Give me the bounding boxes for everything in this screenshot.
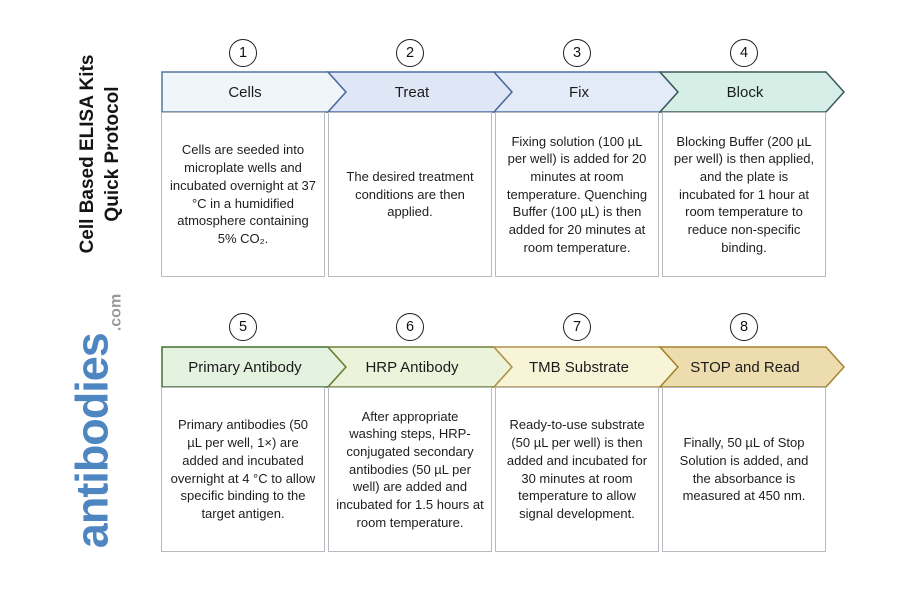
- step-description-3: Fixing solution (100 µL per well) is add…: [495, 112, 659, 277]
- description-row-2: Primary antibodies (50 µL per well, 1×) …: [161, 387, 826, 552]
- page-title-line1: Cell Based ELISA Kits: [76, 54, 98, 254]
- step-number-badge-7: 7: [563, 313, 591, 341]
- process-arrow-row-1: Cells Treat Fix Block: [161, 71, 846, 113]
- brand-logo: antibodies.com: [66, 294, 125, 549]
- step-description-7: Ready-to-use substrate (50 µL per well) …: [495, 387, 659, 552]
- step-number-badge-5: 5: [229, 313, 257, 341]
- arrow-label-primary-antibody: Primary Antibody: [188, 359, 302, 376]
- brand-logo-suffix: .com: [107, 293, 125, 332]
- description-row-1: Cells are seeded into microplate wells a…: [161, 112, 826, 277]
- page-title-line2: Quick Protocol: [102, 86, 123, 222]
- process-arrow-row-2: Primary Antibody HRP Antibody TMB Substr…: [161, 346, 846, 388]
- arrow-label-fix: Fix: [569, 84, 589, 101]
- brand-logo-text: antibodies: [66, 333, 118, 549]
- step-description-2: The desired treatment conditions are the…: [328, 112, 492, 277]
- arrow-shape-stop-and-read: [658, 346, 846, 388]
- step-number-badge-4: 4: [730, 39, 758, 67]
- step-number-badge-1: 1: [229, 39, 257, 67]
- step-number-badge-8: 8: [730, 313, 758, 341]
- arrow-label-block: Block: [727, 84, 764, 101]
- step-description-6: After appropriate washing steps, HRP-con…: [328, 387, 492, 552]
- step-description-8: Finally, 50 µL of Stop Solution is added…: [662, 387, 826, 552]
- arrow-label-hrp-antibody: HRP Antibody: [365, 359, 459, 376]
- arrow-shape-block: [658, 71, 846, 113]
- arrow-label-tmb-substrate: TMB Substrate: [529, 359, 629, 376]
- step-number-badge-3: 3: [563, 39, 591, 67]
- arrow-label-treat: Treat: [395, 84, 430, 101]
- arrow-label-cells: Cells: [228, 84, 261, 101]
- step-description-5: Primary antibodies (50 µL per well, 1×) …: [161, 387, 325, 552]
- page-title: Cell Based ELISA Kits Quick Protocol: [75, 55, 125, 254]
- step-number-badge-6: 6: [396, 313, 424, 341]
- step-description-1: Cells are seeded into microplate wells a…: [161, 112, 325, 277]
- step-number-badge-2: 2: [396, 39, 424, 67]
- arrow-label-stop-and-read: STOP and Read: [690, 359, 800, 376]
- step-description-4: Blocking Buffer (200 µL per well) is the…: [662, 112, 826, 277]
